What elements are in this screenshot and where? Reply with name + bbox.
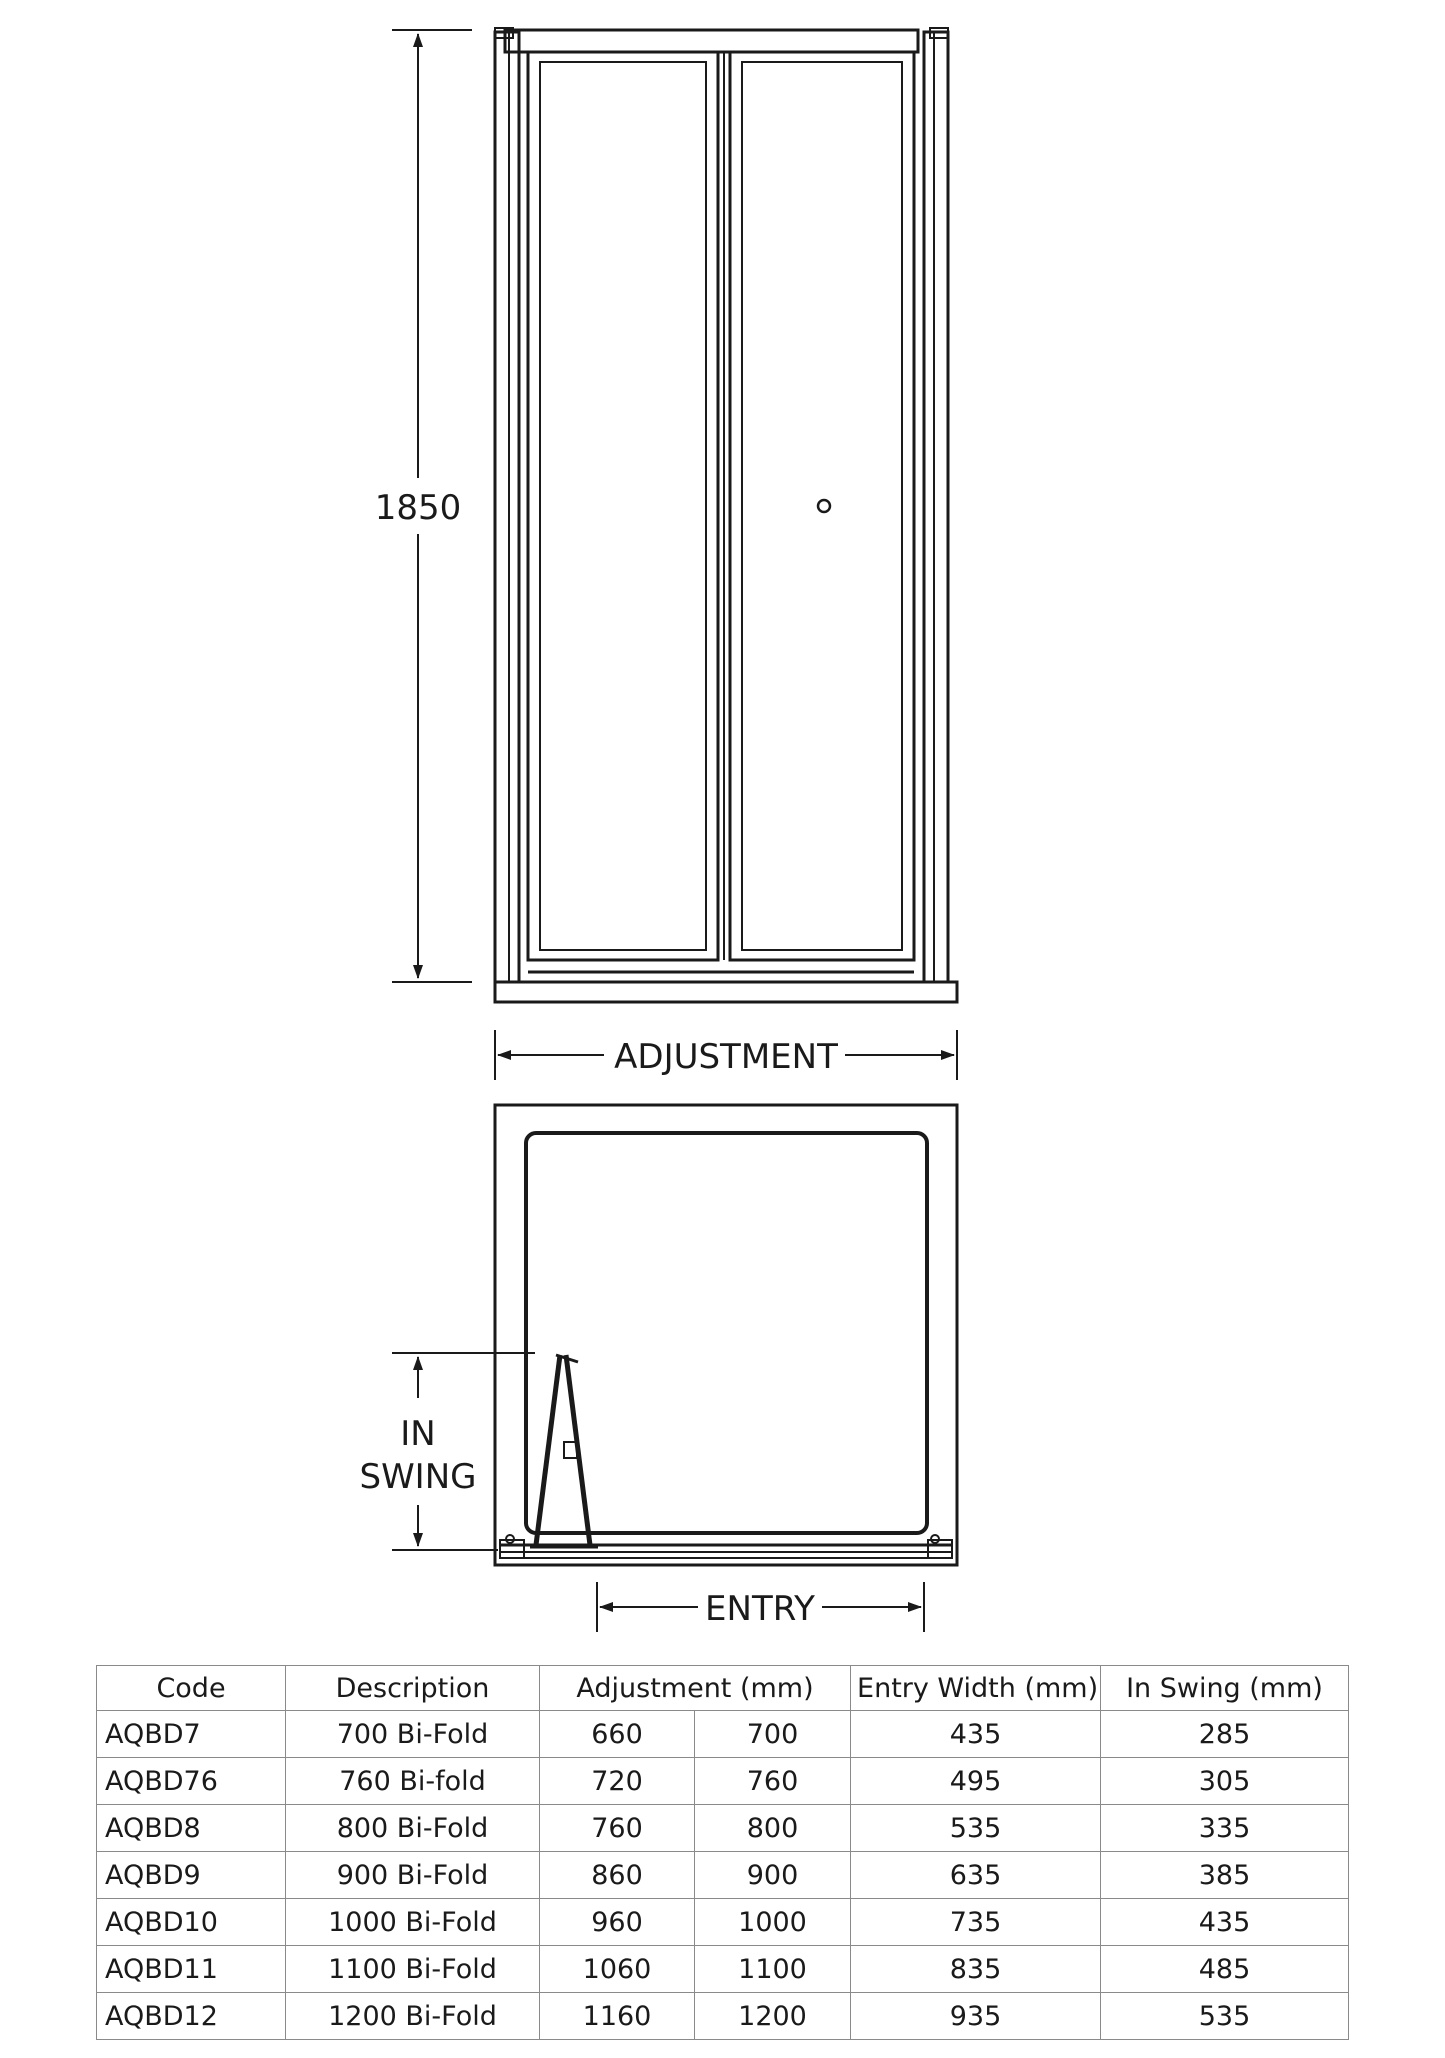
cell-in-swing: 485: [1100, 1945, 1350, 1993]
cell-description: 700 Bi-Fold: [285, 1710, 540, 1758]
cell-adjustment-min: 860: [539, 1851, 695, 1899]
cell-adjustment-min: 660: [539, 1710, 695, 1758]
cell-adjustment-max: 760: [693, 1757, 852, 1805]
header-in-swing: In Swing (mm): [1100, 1665, 1350, 1711]
cell-adjustment-max: 900: [693, 1851, 852, 1899]
cell-adjustment-min: 1160: [539, 1992, 695, 2040]
header-code: Code: [96, 1665, 286, 1711]
cell-adjustment-max: 800: [693, 1804, 852, 1852]
cell-code: AQBD8: [96, 1804, 286, 1852]
cell-in-swing: 535: [1100, 1992, 1350, 2040]
header-adjustment: Adjustment (mm): [538, 1665, 852, 1711]
in-swing-dimension: [392, 1352, 535, 1551]
cell-adjustment-min: 1060: [539, 1945, 695, 1993]
header-entry-width: Entry Width (mm): [850, 1665, 1102, 1711]
in-swing-label-line1: IN: [400, 1414, 435, 1454]
cell-description: 1200 Bi-Fold: [285, 1992, 540, 2040]
table-row: AQBD10 1000 Bi-Fold 960 1000 735 435: [96, 1898, 1350, 1946]
cell-adjustment-max: 700: [693, 1710, 852, 1758]
cell-code: AQBD11: [96, 1945, 286, 1993]
cell-adjustment-max: 1100: [693, 1945, 852, 1993]
cell-entry-width: 635: [850, 1851, 1102, 1899]
cell-in-swing: 335: [1100, 1804, 1350, 1852]
cell-in-swing: 385: [1100, 1851, 1350, 1899]
adjustment-label: ADJUSTMENT: [614, 1037, 838, 1077]
entry-dimension: [596, 1582, 925, 1632]
height-label: 1850: [375, 488, 462, 528]
cell-entry-width: 535: [850, 1804, 1102, 1852]
cell-adjustment-min: 760: [539, 1804, 695, 1852]
adjustment-dimension: [494, 1030, 958, 1080]
specification-table: Code Description Adjustment (mm) Entry W…: [96, 1665, 1350, 2040]
cell-description: 800 Bi-Fold: [285, 1804, 540, 1852]
header-description: Description: [285, 1665, 540, 1711]
entry-label: ENTRY: [705, 1589, 815, 1629]
table-row: AQBD76 760 Bi-fold 720 760 495 305: [96, 1757, 1350, 1805]
table-row: AQBD12 1200 Bi-Fold 1160 1200 935 535: [96, 1992, 1350, 2040]
folded-door-icon: [530, 1353, 598, 1549]
cell-in-swing: 435: [1100, 1898, 1350, 1946]
cell-entry-width: 935: [850, 1992, 1102, 2040]
cell-entry-width: 435: [850, 1710, 1102, 1758]
cell-code: AQBD7: [96, 1710, 286, 1758]
cell-description: 900 Bi-Fold: [285, 1851, 540, 1899]
table-row: AQBD9 900 Bi-Fold 860 900 635 385: [96, 1851, 1350, 1899]
cell-adjustment-min: 960: [539, 1898, 695, 1946]
height-dimension: [392, 29, 472, 983]
cell-code: AQBD76: [96, 1757, 286, 1805]
table-header-row: Code Description Adjustment (mm) Entry W…: [96, 1665, 1350, 1711]
cell-adjustment-max: 1200: [693, 1992, 852, 2040]
cell-adjustment-max: 1000: [693, 1898, 852, 1946]
cell-entry-width: 735: [850, 1898, 1102, 1946]
front-elevation: [493, 27, 959, 1004]
cell-entry-width: 495: [850, 1757, 1102, 1805]
cell-description: 1100 Bi-Fold: [285, 1945, 540, 1993]
in-swing-label-line2: SWING: [359, 1457, 476, 1497]
plan-view: [493, 1103, 959, 1567]
cell-code: AQBD12: [96, 1992, 286, 2040]
cell-adjustment-min: 720: [539, 1757, 695, 1805]
cell-code: AQBD9: [96, 1851, 286, 1899]
technical-drawing: 1850 ADJUSTMENT IN: [359, 27, 959, 1632]
door-handle-icon: [816, 498, 832, 514]
cell-description: 1000 Bi-Fold: [285, 1898, 540, 1946]
table-row: AQBD11 1100 Bi-Fold 1060 1100 835 485: [96, 1945, 1350, 1993]
table-row: AQBD7 700 Bi-Fold 660 700 435 285: [96, 1710, 1350, 1758]
cell-entry-width: 835: [850, 1945, 1102, 1993]
table-row: AQBD8 800 Bi-Fold 760 800 535 335: [96, 1804, 1350, 1852]
cell-code: AQBD10: [96, 1898, 286, 1946]
cell-description: 760 Bi-fold: [285, 1757, 540, 1805]
cell-in-swing: 305: [1100, 1757, 1350, 1805]
cell-in-swing: 285: [1100, 1710, 1350, 1758]
